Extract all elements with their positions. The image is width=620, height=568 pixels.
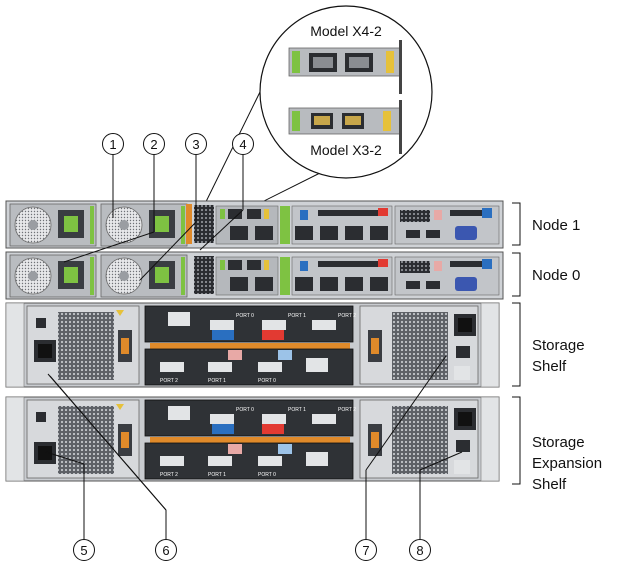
port-2-label-top: PORT 2: [338, 313, 356, 319]
storage-expansion-shelf: PORT 0 PORT 1 PORT 2 PORT 2 PORT 1 PORT …: [5, 396, 500, 482]
port-0-label-top: PORT 0: [236, 313, 254, 319]
expansion-shelf-label-line3: Shelf: [532, 476, 567, 493]
inset-pointer-line: [195, 91, 261, 223]
expansion-shelf-label-line1: Storage: [532, 434, 585, 451]
shelf-io-module-top: PORT 0 PORT 1 PORT 2: [144, 305, 356, 343]
node-0-chassis: [5, 251, 504, 300]
callout-5-number: 5: [80, 543, 87, 558]
port-2-label-bottom: PORT 2: [160, 378, 178, 384]
network-ports-node0: [215, 256, 279, 296]
x3-2-port-module: [288, 100, 402, 154]
pcie-slot-1-node0: [291, 256, 393, 296]
expansion-io-latch-orange: [150, 437, 350, 443]
exp-port-0-label-top: PORT 0: [236, 407, 254, 413]
exp-port-2-label-top: PORT 2: [338, 407, 356, 413]
exp-port-2-label-bottom: PORT 2: [160, 472, 178, 478]
expansion-shelf-label-line2: Expansion: [532, 455, 602, 472]
pcie-slot-2-node1: [394, 205, 500, 245]
network-ports-node1: [215, 205, 279, 245]
bottom-callouts: 5 6 7 8: [73, 539, 431, 561]
expansion-io-module-bottom: PORT 2 PORT 1 PORT 0: [144, 442, 354, 480]
power-supply-left: [9, 203, 97, 247]
storage-shelf-label-line2: Shelf: [532, 358, 567, 375]
node-0-label: Node 0: [532, 267, 580, 284]
shelf-psu-right: [359, 305, 479, 385]
callout-8-number: 8: [416, 543, 423, 558]
storage-shelf-label-line1: Storage: [532, 337, 585, 354]
port-0-label-bottom: PORT 0: [258, 378, 276, 384]
shelf-io-latch-orange: [150, 343, 350, 349]
node-1-chassis: [5, 200, 504, 249]
shelf-psu-left: [26, 305, 140, 385]
expansion-psu-right: [359, 399, 479, 479]
power-supply-right: [100, 203, 188, 247]
storage-shelf: PORT 0 PORT 1 PORT 2 PORT 2 PORT 1 PORT …: [5, 302, 500, 388]
callout-3: [185, 133, 207, 155]
model-x4-2-label: Model X4-2: [310, 23, 382, 39]
port-1-label-top: PORT 1: [288, 313, 306, 319]
callout-6: [155, 539, 177, 561]
callout-3-number: 3: [192, 137, 199, 152]
shelf-io-module-bottom: PORT 2 PORT 1 PORT 0: [144, 348, 354, 386]
top-callouts: 1 2 3 4: [102, 133, 254, 155]
x4-2-port-module: [288, 40, 402, 94]
side-brackets: [512, 202, 521, 485]
exp-port-1-label-bottom: PORT 1: [208, 472, 226, 478]
expansion-io-module-top: PORT 0 PORT 1 PORT 2: [144, 399, 356, 437]
callout-leader-lines: [45, 155, 463, 539]
callout-2: [143, 133, 165, 155]
callout-4-number: 4: [239, 137, 246, 152]
power-supply-left-node0: [9, 254, 97, 298]
callout-1: [102, 133, 124, 155]
expansion-psu-left: [26, 399, 140, 479]
node-1-label: Node 1: [532, 217, 580, 234]
orange-handle: [186, 204, 192, 244]
pcie-slot-2-node0: [394, 256, 500, 296]
exp-port-1-label-top: PORT 1: [288, 407, 306, 413]
callout-1-number: 1: [109, 137, 116, 152]
callout-7: [355, 539, 377, 561]
callout-2-number: 2: [150, 137, 157, 152]
port-1-label-bottom: PORT 1: [208, 378, 226, 384]
callout-5: [73, 539, 95, 561]
exp-port-0-label-bottom: PORT 0: [258, 472, 276, 478]
callout-4: [232, 133, 254, 155]
model-x3-2-label: Model X3-2: [310, 142, 382, 158]
pcie-slot-1-node1: [291, 205, 393, 245]
model-inset: Model X4-2 Model X3-2: [195, 5, 433, 223]
callout-6-number: 6: [162, 543, 169, 558]
callout-8: [409, 539, 431, 561]
callout-7-number: 7: [362, 543, 369, 558]
